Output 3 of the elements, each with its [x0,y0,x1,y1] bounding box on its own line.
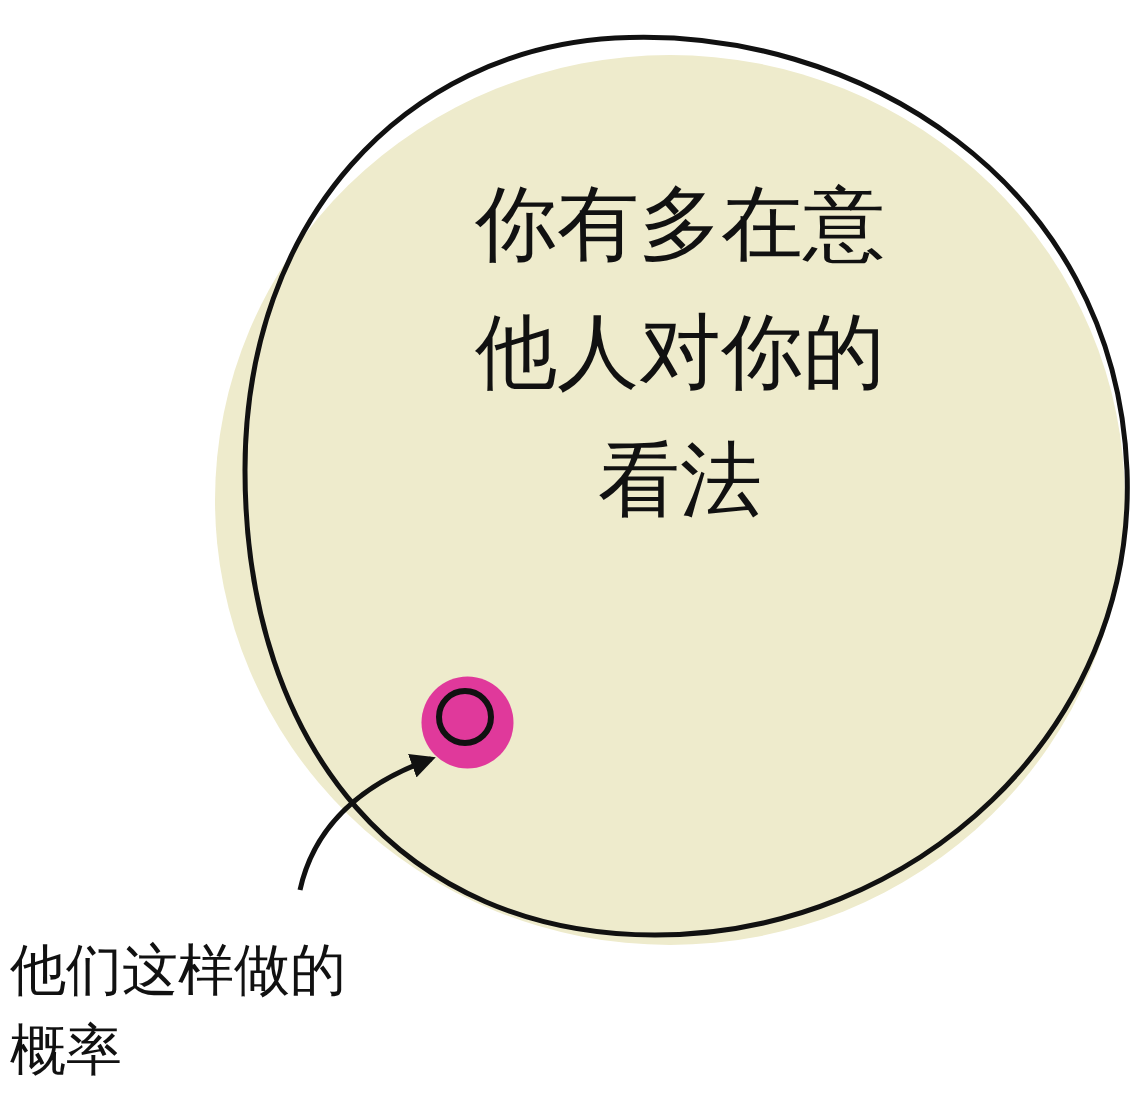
annotation-text: 他们这样做的概率 [10,930,400,1095]
arrow [297,754,436,891]
circle-title: 你有多在意他人对你的看法 [474,175,886,529]
